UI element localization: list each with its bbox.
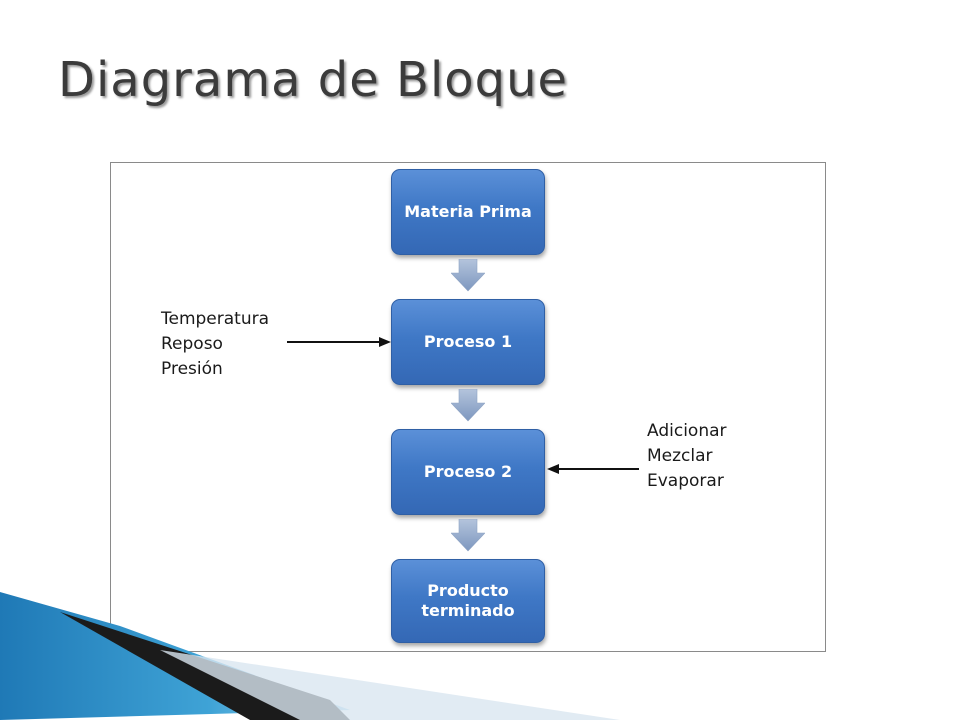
decorative-swoosh <box>0 592 620 720</box>
slide-title: Diagrama de Bloque <box>58 52 569 108</box>
step-proceso-1: Proceso 1 <box>391 299 545 385</box>
input-item: Mezclar <box>647 446 713 466</box>
step-producto-terminado: Producto terminado <box>391 559 545 643</box>
step-materia-prima: Materia Prima <box>391 169 545 255</box>
input-item: Evaporar <box>647 471 724 491</box>
step-proceso-2: Proceso 2 <box>391 429 545 515</box>
down-arrow-icon <box>451 389 485 422</box>
block-diagram: Materia Prima Proceso 1 Proceso 2 Produc… <box>110 162 826 652</box>
inputs-proceso-1: Temperatura Reposo Presión <box>161 307 269 382</box>
down-arrow-icon <box>451 259 485 292</box>
input-item: Adicionar <box>647 421 727 441</box>
input-item: Presión <box>161 359 223 379</box>
down-arrow-icon <box>451 519 485 552</box>
input-item: Temperatura <box>161 309 270 329</box>
left-arrow-icon <box>547 464 639 474</box>
input-item: Reposo <box>161 334 223 354</box>
right-arrow-icon <box>287 337 391 347</box>
inputs-proceso-2: Adicionar Mezclar Evaporar <box>647 419 727 494</box>
